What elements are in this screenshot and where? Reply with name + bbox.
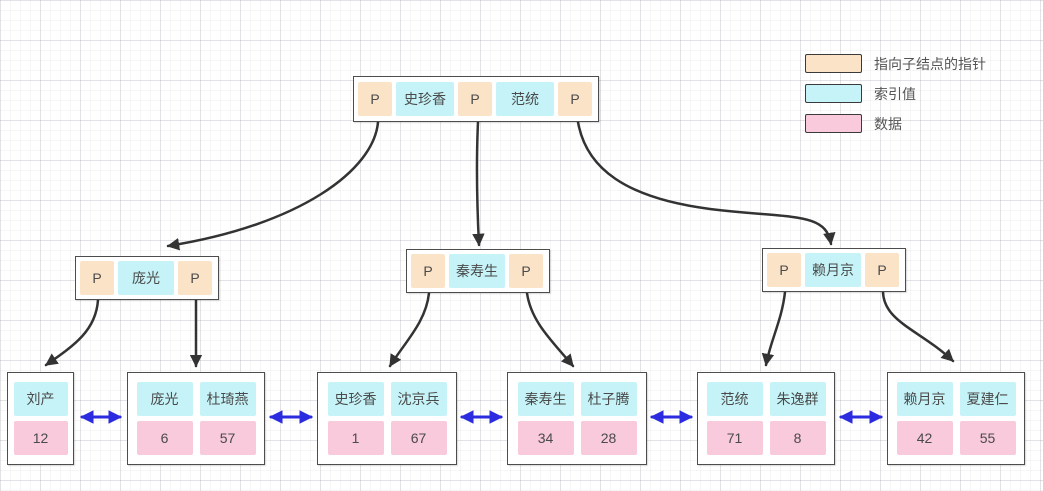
legend-label-index[interactable]: 索引值 — [874, 85, 916, 102]
pointer-cell[interactable]: P — [509, 254, 543, 288]
edge-mid-to-leaf-3[interactable] — [388, 291, 431, 368]
pointer-cell[interactable]: P — [458, 82, 492, 116]
leaf-column: 刘产 12 — [13, 382, 68, 455]
edge-right-to-leaf-6[interactable] — [881, 290, 955, 363]
data-cell[interactable]: 1 — [327, 421, 384, 455]
data-cell[interactable]: 34 — [517, 421, 574, 455]
data-cell[interactable]: 6 — [136, 421, 193, 455]
index-cell[interactable]: 刘产 — [13, 382, 68, 416]
data-cell[interactable]: 67 — [390, 421, 447, 455]
leaf-node-5[interactable]: 范统 71 朱逸群 8 — [697, 372, 835, 465]
leaf-column: 朱逸群 8 — [769, 382, 826, 455]
leaf-node-3[interactable]: 史珍香 1 沈京兵 67 — [317, 372, 457, 465]
index-cell[interactable]: 沈京兵 — [390, 382, 447, 416]
leaf-node-4[interactable]: 秦寿生 34 杜子腾 28 — [507, 372, 647, 465]
index-swatch[interactable] — [805, 84, 862, 103]
data-cell[interactable]: 55 — [959, 421, 1016, 455]
edge-root-to-internal-mid[interactable] — [472, 120, 485, 247]
data-cell[interactable]: 57 — [199, 421, 256, 455]
pointer-cell[interactable]: P — [358, 82, 392, 116]
pointer-cell[interactable]: P — [865, 253, 899, 287]
legend-row-pointer: 指向子结点的指针 — [805, 54, 986, 73]
data-cell[interactable]: 8 — [769, 421, 826, 455]
edge-root-to-internal-left[interactable] — [166, 120, 380, 251]
leaf-column: 杜子腾 28 — [580, 382, 637, 455]
index-cell[interactable]: 庞光 — [136, 382, 193, 416]
legend-row-data: 数据 — [805, 114, 986, 133]
leaf-column: 赖月京 42 — [896, 382, 953, 455]
index-cell[interactable]: 赖月京 — [896, 382, 953, 416]
pointer-cell[interactable]: P — [767, 253, 801, 287]
index-cell[interactable]: 秦寿生 — [449, 254, 505, 288]
edge-root-to-internal-right[interactable] — [576, 120, 836, 246]
legend-label-data[interactable]: 数据 — [874, 115, 902, 132]
index-cell[interactable]: 秦寿生 — [517, 382, 574, 416]
index-cell[interactable]: 庞光 — [118, 261, 174, 295]
data-cell[interactable]: 28 — [580, 421, 637, 455]
leaf-column: 庞光 6 — [136, 382, 193, 455]
leaf-column: 杜琦燕 57 — [199, 382, 256, 455]
leaf-column: 范统 71 — [706, 382, 763, 455]
leaf-node-1[interactable]: 刘产 12 — [7, 372, 74, 465]
pointer-cell[interactable]: P — [178, 261, 212, 295]
internal-node-mid[interactable]: P 秦寿生 P — [406, 249, 550, 293]
index-cell[interactable]: 朱逸群 — [769, 382, 826, 416]
data-cell[interactable]: 71 — [706, 421, 763, 455]
index-cell[interactable]: 范统 — [706, 382, 763, 416]
index-cell[interactable]: 史珍香 — [396, 82, 454, 116]
leaf-column: 夏建仁 55 — [959, 382, 1016, 455]
data-cell[interactable]: 12 — [13, 421, 68, 455]
legend-row-index: 索引值 — [805, 84, 986, 103]
index-cell[interactable]: 史珍香 — [327, 382, 384, 416]
pointer-cell[interactable]: P — [80, 261, 114, 295]
index-cell[interactable]: 杜子腾 — [580, 382, 637, 416]
leaf-column: 秦寿生 34 — [517, 382, 574, 455]
index-cell[interactable]: 范统 — [496, 82, 554, 116]
pointer-swatch[interactable] — [805, 54, 862, 73]
internal-node-left[interactable]: P 庞光 P — [75, 256, 219, 300]
legend-label-pointer[interactable]: 指向子结点的指针 — [874, 55, 986, 72]
data-cell[interactable]: 42 — [896, 421, 953, 455]
index-cell[interactable]: 杜琦燕 — [199, 382, 256, 416]
index-cell[interactable]: 夏建仁 — [959, 382, 1016, 416]
data-swatch[interactable] — [805, 114, 862, 133]
pointer-cell[interactable]: P — [411, 254, 445, 288]
edge-right-to-leaf-5[interactable] — [761, 290, 787, 367]
leaf-node-2[interactable]: 庞光 6 杜琦燕 57 — [127, 372, 265, 465]
edge-mid-to-leaf-4[interactable] — [525, 291, 575, 368]
legend: 指向子结点的指针 索引值 数据 — [805, 54, 986, 144]
root-node[interactable]: P 史珍香 P 范统 P — [353, 76, 599, 122]
internal-node-right[interactable]: P 赖月京 P — [762, 248, 906, 292]
pointer-cell[interactable]: P — [558, 82, 592, 116]
edge-left-to-leaf-1[interactable] — [44, 298, 100, 367]
leaf-column: 史珍香 1 — [327, 382, 384, 455]
index-cell[interactable]: 赖月京 — [805, 253, 861, 287]
leaf-column: 沈京兵 67 — [390, 382, 447, 455]
leaf-node-6[interactable]: 赖月京 42 夏建仁 55 — [887, 372, 1025, 465]
